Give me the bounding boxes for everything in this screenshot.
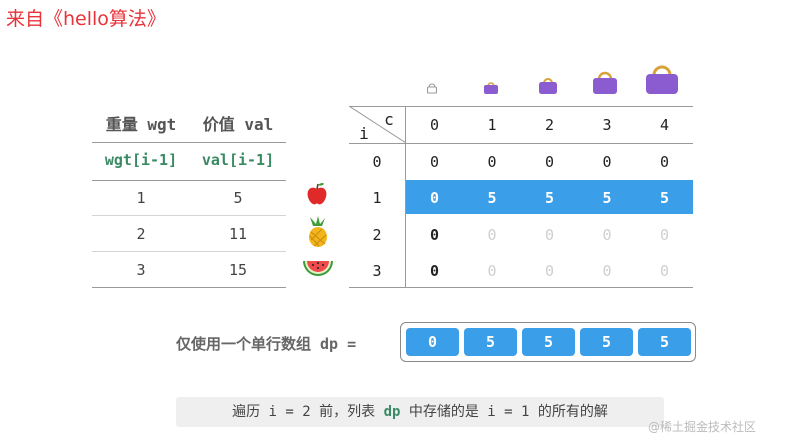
- divider: [92, 215, 286, 216]
- row-header: 0: [372, 153, 382, 171]
- table-bottom-line: [349, 287, 693, 288]
- source-label: 来自《hello算法》: [6, 8, 166, 30]
- divider: [92, 142, 286, 143]
- dp-array-cell: 0: [406, 328, 459, 356]
- dp-cell: 0: [544, 226, 555, 244]
- row-header: 1: [372, 189, 382, 207]
- dp-cell: 0: [487, 153, 497, 171]
- dp-cell: 5: [544, 189, 555, 207]
- dp-array: 0 5 5 5 5: [400, 322, 696, 362]
- dp-array-cell: 5: [522, 328, 575, 356]
- row-header: 2: [372, 226, 382, 244]
- value-subheader: val[i-1]: [201, 151, 275, 169]
- dp-cell: 0: [659, 262, 670, 280]
- value-cell: 5: [233, 189, 243, 207]
- divider: [92, 287, 286, 288]
- column-divider: [405, 106, 406, 288]
- bag-icon-4: [646, 65, 678, 94]
- footer-dp-keyword: dp: [383, 404, 401, 420]
- apple-icon: [307, 183, 327, 205]
- dp-cell: 5: [487, 189, 497, 207]
- dp-cell: 0: [544, 262, 555, 280]
- dp-cell: 0: [659, 226, 670, 244]
- table-top-line: [349, 106, 693, 107]
- footer-caption: 遍历 i = 2 前，列表 dp 中存储的是 i = 1 的所有的解: [176, 397, 664, 427]
- dp-cell: 0: [602, 153, 612, 171]
- weight-cell: 1: [136, 189, 146, 207]
- dp-cell: 0: [602, 226, 612, 244]
- footer-text: 中存储的是 i = 1 的所有的解: [400, 404, 608, 420]
- row-header: 3: [372, 262, 382, 280]
- corner-row-label: i: [359, 124, 369, 143]
- value-cell: 11: [228, 225, 248, 243]
- divider: [92, 180, 286, 181]
- corner-col-label: c: [384, 110, 394, 129]
- weight-header: 重量 wgt: [105, 115, 177, 134]
- col-header: 1: [487, 116, 497, 134]
- bag-icon-empty: [426, 83, 438, 94]
- header-divider: [349, 143, 693, 144]
- value-cell: 15: [228, 261, 248, 279]
- dp-cell: 5: [602, 189, 612, 207]
- corner-diagonal: [349, 106, 406, 144]
- bag-icon-1: [484, 82, 498, 94]
- col-header: 4: [659, 116, 670, 134]
- bag-icon-3: [593, 71, 617, 94]
- dp-array-caption: 仅使用一个单行数组 dp =: [176, 335, 357, 353]
- dp-cell: 0: [487, 226, 497, 244]
- value-header: 价值 val: [202, 115, 274, 134]
- dp-cell: 0: [429, 189, 440, 207]
- dp-cell: 0: [602, 262, 612, 280]
- dp-cell: 0: [544, 153, 555, 171]
- bag-icon-2: [539, 78, 557, 94]
- col-header: 2: [544, 116, 555, 134]
- watermark: @稀土掘金技术社区: [648, 420, 757, 434]
- dp-array-cell: 5: [464, 328, 517, 356]
- dp-cell: 0: [659, 153, 670, 171]
- dp-cell: 0: [429, 262, 440, 280]
- dp-cell: 0: [429, 153, 440, 171]
- weight-subheader: wgt[i-1]: [104, 151, 178, 169]
- weight-cell: 2: [136, 225, 146, 243]
- divider: [92, 251, 286, 252]
- col-header: 0: [429, 116, 440, 134]
- dp-cell: 0: [429, 226, 440, 244]
- watermelon-icon: [303, 261, 333, 276]
- weight-cell: 3: [136, 261, 146, 279]
- dp-array-cell: 5: [638, 328, 691, 356]
- col-header: 3: [602, 116, 612, 134]
- highlighted-row: [406, 180, 693, 214]
- footer-text: 遍历 i = 2 前，列表: [232, 404, 384, 420]
- dp-array-cell: 5: [580, 328, 633, 356]
- dp-cell: 0: [487, 262, 497, 280]
- dp-cell: 5: [659, 189, 670, 207]
- pineapple-icon: [309, 216, 327, 247]
